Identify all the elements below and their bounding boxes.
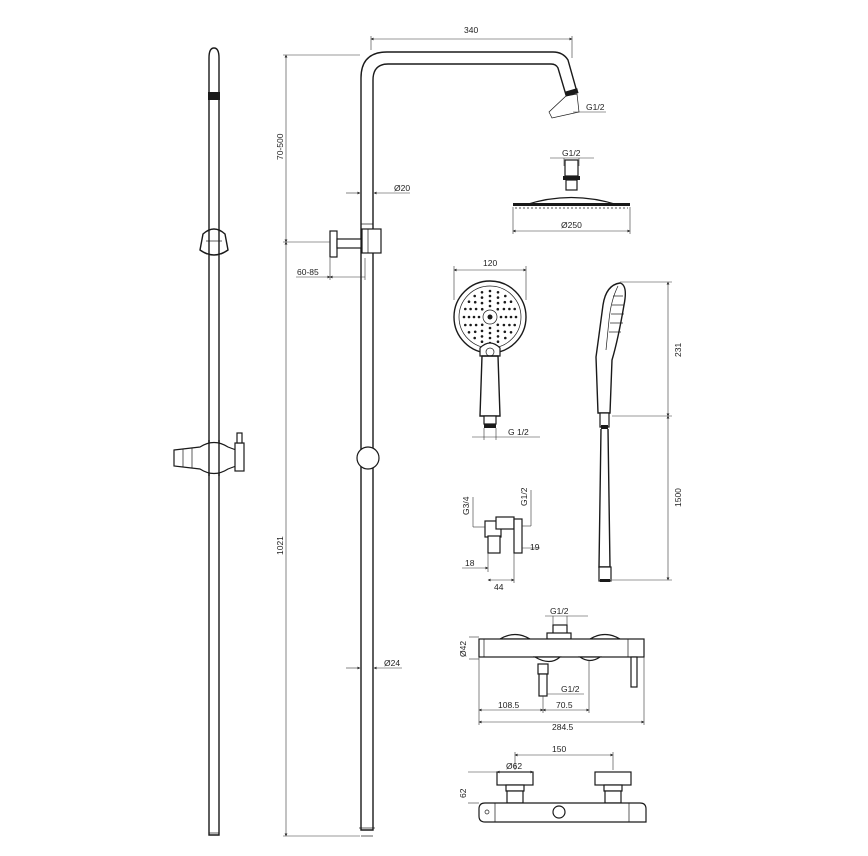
- nozzle-dot: [480, 323, 484, 327]
- nozzle-dot: [496, 307, 500, 311]
- overhead-shower: G1/2 Ø250: [512, 148, 631, 234]
- dim-mixer-top-thread: G1/2: [550, 606, 569, 616]
- nozzle-dot: [496, 301, 500, 305]
- nozzle-dot: [496, 340, 500, 344]
- dim-elbow-44: 44: [494, 582, 504, 592]
- nozzle-dot: [480, 335, 484, 338]
- nozzle-dot: [496, 329, 500, 333]
- dim-mixer-bottom-thread: G1/2: [561, 684, 580, 694]
- nozzle-dot: [480, 301, 484, 305]
- nozzle-dot: [509, 331, 513, 334]
- handshower-nozzle-pattern: [462, 289, 518, 345]
- dim-mixer-70-5: 70.5: [556, 700, 573, 710]
- nozzle-dot: [488, 289, 492, 293]
- nozzle-dot: [480, 340, 484, 344]
- nozzle-dot: [469, 307, 472, 311]
- nozzle-dot: [480, 296, 484, 299]
- dim-mixer-diameter: Ø42: [458, 641, 468, 657]
- nozzle-dot: [467, 331, 471, 334]
- dim-handshower-width: 120: [483, 258, 497, 268]
- dim-elbow-19: 19: [530, 542, 540, 552]
- dim-head-arm-width: 340: [464, 25, 478, 35]
- nozzle-dot: [488, 331, 492, 335]
- wall-elbow: G3/4 G1/2 18 44 19: [461, 487, 540, 592]
- nozzle-dot: [473, 300, 477, 304]
- nozzle-dot: [473, 330, 477, 334]
- dim-overall-height: 1021: [275, 536, 285, 555]
- nozzle-dot: [474, 307, 478, 311]
- dim-mixer-108-5: 108.5: [498, 700, 520, 710]
- nozzle-dot: [462, 315, 466, 319]
- nozzle-dot: [467, 315, 471, 319]
- side-wall-bracket: [199, 228, 229, 256]
- nozzle-dot: [496, 323, 500, 327]
- dim-overhead-connector-thread: G1/2: [562, 148, 581, 158]
- nozzle-dot: [467, 300, 471, 304]
- nozzle-dot: [504, 315, 508, 319]
- side-slider-holder: [173, 432, 245, 476]
- nozzle-dot: [488, 336, 492, 340]
- nozzle-dot: [488, 304, 492, 308]
- dim-head-thread: G1/2: [586, 102, 605, 112]
- nozzle-dot: [472, 315, 476, 319]
- bath-mixer-front: G1/2 Ø42 G1/2 108.5 70.5 284.5: [458, 606, 645, 732]
- nozzle-dot: [509, 300, 513, 304]
- nozzle-dot: [502, 307, 506, 311]
- nozzle-dot: [496, 296, 500, 299]
- nozzle-dot: [488, 299, 492, 303]
- nozzle-dot: [464, 323, 467, 327]
- nozzle-dot: [508, 323, 511, 327]
- dim-hose-length: 1500: [673, 488, 683, 507]
- dim-handshower-length: 231: [673, 343, 683, 357]
- dim-wall-projection: 60-85: [297, 267, 319, 277]
- nozzle-dot: [514, 315, 518, 319]
- nozzle-dot: [474, 323, 478, 327]
- nozzle-dot: [499, 315, 503, 319]
- dim-elbow-outlet: G1/2: [519, 487, 529, 506]
- nozzle-dot: [496, 291, 500, 294]
- nozzle-dot: [496, 335, 500, 338]
- side-view-column: [173, 47, 245, 836]
- nozzle-dot: [513, 307, 516, 311]
- nozzle-dot: [502, 323, 506, 327]
- bath-mixer-top: 150 Ø62 62: [458, 744, 647, 823]
- nozzle-dot: [513, 323, 516, 327]
- front-view-column: 340 G1/2 70-500 1021 Ø20 60-85 Ø24: [275, 25, 606, 837]
- dim-mixer-knob-dia: Ø62: [506, 761, 522, 771]
- dim-overhead-diameter: Ø250: [561, 220, 582, 230]
- dim-mixer-total-length: 284.5: [552, 722, 574, 732]
- nozzle-dot: [504, 294, 507, 298]
- nozzle-dot: [503, 330, 507, 334]
- dim-riser-tube-dia: Ø20: [394, 183, 410, 193]
- dim-bottom-tube-dia: Ø24: [384, 658, 400, 668]
- nozzle-dot: [473, 336, 477, 340]
- dim-handshower-thread: G 1/2: [508, 427, 529, 437]
- dim-elbow-18: 18: [465, 558, 475, 568]
- nozzle-dot: [503, 300, 507, 304]
- nozzle-dot: [464, 307, 467, 311]
- nozzle-dot: [488, 326, 492, 330]
- nozzle-dot: [480, 329, 484, 333]
- nozzle-dot: [473, 294, 477, 298]
- handshower-side: 231 1500: [595, 281, 683, 582]
- handshower-front: 120 G 1/2: [453, 258, 540, 440]
- nozzle-dot: [504, 336, 507, 340]
- nozzle-dot: [508, 307, 511, 311]
- dim-mixer-height: 62: [458, 788, 468, 798]
- dim-height-adjust: 70-500: [275, 133, 285, 160]
- nozzle-dot: [469, 323, 472, 327]
- front-wall-bracket: [329, 228, 382, 258]
- dim-elbow-inlet: G3/4: [461, 496, 471, 515]
- nozzle-dot: [488, 294, 492, 298]
- dim-mixer-centres: 150: [552, 744, 566, 754]
- nozzle-dot: [509, 315, 513, 319]
- nozzle-dot: [480, 291, 484, 294]
- nozzle-dot: [480, 307, 484, 311]
- nozzle-dot: [477, 315, 481, 319]
